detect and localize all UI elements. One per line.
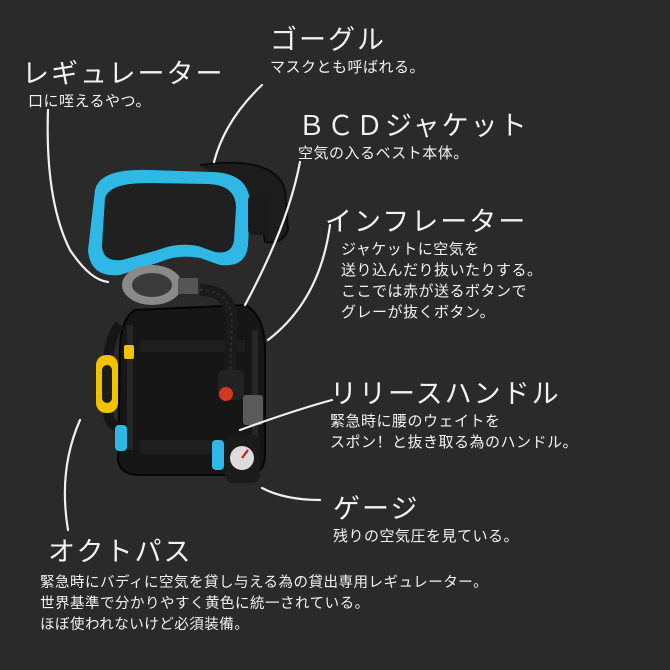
label-regulator: レギュレーター 口に咥えるやつ。 xyxy=(22,52,224,112)
label-octopus: オクトパス 緊急時にバディに空気を貸し与える為の貸出専用レギュレーター。 世界基… xyxy=(40,530,488,636)
leader-inflator xyxy=(266,223,332,342)
regulator-desc-line: 口に咥えるやつ。 xyxy=(28,92,151,110)
leader-gauge xyxy=(260,486,322,502)
goggle-title: ゴーグル xyxy=(270,25,386,56)
inflate-button xyxy=(219,387,233,401)
octopus-regulator xyxy=(96,321,134,433)
release-desc-line: 緊急時に腰のウェイトを xyxy=(330,412,501,430)
inflator-desc-line: ここでは赤が送るボタンで xyxy=(341,282,528,300)
inflator-desc-line: ジャケットに空気を xyxy=(341,240,480,258)
leader-bcd xyxy=(243,160,302,307)
label-release: リリースハンドル 緊急時に腰のウェイトを スポン！と抜き取る為のハンドル。 xyxy=(330,372,578,453)
octopus-desc-line: 世界基準で分かりやすく黄色に統一されている。 xyxy=(40,596,370,612)
scuba-gear-illustration xyxy=(88,161,290,483)
bcd-desc-line: 空気の入るベスト本体。 xyxy=(298,144,469,162)
leader-regulator xyxy=(46,108,110,284)
regulator-title: レギュレーター xyxy=(22,59,225,90)
release-desc-line: スポン！と抜き取る為のハンドル。 xyxy=(330,433,579,451)
label-inflator: インフレーター ジャケットに空気を 送り込んだり抜いたりする。 ここでは赤が送る… xyxy=(325,200,543,323)
inflator-desc-line: グレーが抜くボタン。 xyxy=(341,303,496,321)
label-gauge: ゲージ 残りの空気圧を見ている。 xyxy=(333,487,519,547)
left-blue-clip xyxy=(115,425,127,451)
right-blue-clip xyxy=(212,440,224,470)
regulator-second-stage xyxy=(122,265,198,305)
leader-octopus xyxy=(63,418,82,532)
octopus-title: オクトパス xyxy=(48,537,193,568)
goggle-desc-line: マスクとも呼ばれる。 xyxy=(270,58,426,76)
leader-goggle xyxy=(212,83,264,164)
inflator-hose xyxy=(199,284,244,401)
octopus-desc-line: ほぼ使われないけど必須装備。 xyxy=(40,617,250,633)
label-bcd: ＢＣＤジャケット 空気の入るベスト本体。 xyxy=(298,104,529,164)
goggle-mask xyxy=(88,169,270,276)
gauge-desc-line: 残りの空気圧を見ている。 xyxy=(333,527,520,545)
inflator-desc-line: 送り込んだり抜いたりする。 xyxy=(341,261,543,279)
leader-release xyxy=(238,398,334,432)
label-goggle: ゴーグル マスクとも呼ばれる。 xyxy=(270,18,425,78)
pressure-gauge xyxy=(225,435,260,483)
gauge-title: ゲージ xyxy=(333,494,420,525)
bcd-title: ＢＣＤジャケット xyxy=(298,111,529,142)
release-handle xyxy=(243,395,263,425)
inflator-title: インフレーター xyxy=(325,207,528,238)
octopus-desc-line: 緊急時にバディに空気を貸し与える為の貸出専用レギュレーター。 xyxy=(40,575,489,591)
release-title: リリースハンドル xyxy=(330,379,561,410)
